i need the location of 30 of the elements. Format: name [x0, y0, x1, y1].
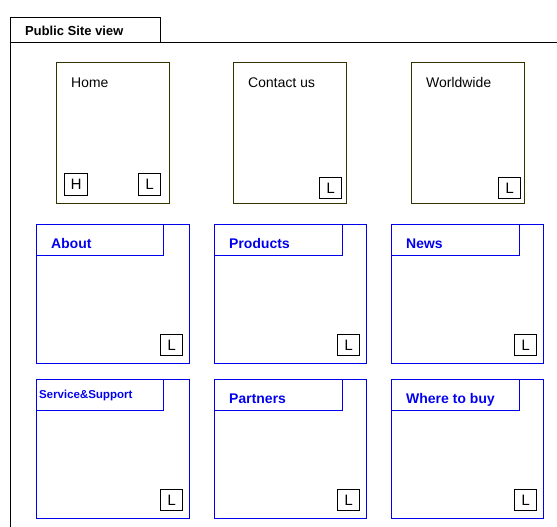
- marker-box: L: [337, 334, 360, 356]
- marker-box: L: [514, 489, 537, 511]
- section-title: Partners: [214, 379, 343, 411]
- section-box: [391, 224, 544, 364]
- page-box: [411, 62, 525, 204]
- section-box: [214, 224, 367, 364]
- view-frame: [10, 17, 557, 527]
- section-title: About: [36, 224, 164, 256]
- section-title: Service&Support: [36, 379, 164, 411]
- marker-box: L: [138, 173, 161, 196]
- marker-box: L: [337, 489, 360, 511]
- tab-label: Public Site view: [10, 17, 161, 42]
- marker-box: L: [319, 177, 342, 199]
- page-title: Worldwide: [426, 74, 492, 90]
- section-title: Products: [214, 224, 343, 256]
- section-box: [36, 379, 190, 519]
- marker-box: L: [498, 177, 521, 199]
- section-title: News: [391, 224, 520, 256]
- page-title: Home: [71, 74, 108, 90]
- section-box: [36, 224, 190, 364]
- marker-box: L: [160, 334, 183, 356]
- section-box: [391, 379, 544, 519]
- page-box: [56, 62, 170, 204]
- marker-box: L: [160, 489, 183, 511]
- marker-box: H: [64, 173, 88, 196]
- marker-box: L: [514, 334, 537, 356]
- section-title: Where to buy: [391, 379, 520, 411]
- page-box: [233, 62, 347, 204]
- section-box: [214, 379, 367, 519]
- page-title: Contact us: [248, 74, 315, 90]
